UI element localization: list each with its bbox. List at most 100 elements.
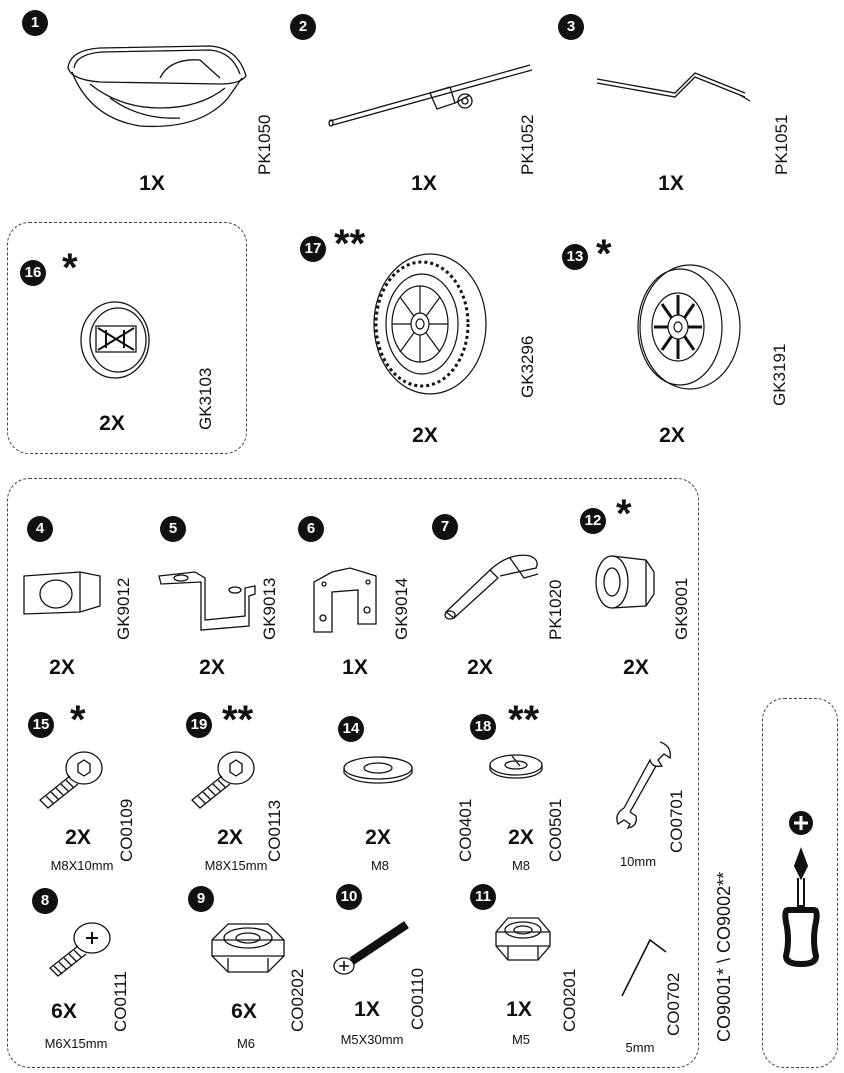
part-number-badge: 18 xyxy=(470,714,496,740)
star-marker: * xyxy=(596,232,612,276)
part-number-badge: 17 xyxy=(300,236,326,262)
part-code: CO0501 xyxy=(546,798,565,862)
bushing-icon xyxy=(592,552,662,612)
screwdriver-code: CO9001* \ CO9002** xyxy=(714,871,734,1042)
part-code: CO0702 xyxy=(664,972,683,1036)
part-code: GK9013 xyxy=(260,577,279,640)
quantity-label: 2X xyxy=(467,656,493,679)
size-label: M8 xyxy=(511,858,531,873)
quantity-label: 2X xyxy=(412,424,438,447)
screw-icon xyxy=(46,918,112,980)
quantity-label: 2X xyxy=(199,656,225,679)
hub-cap-icon xyxy=(78,298,153,383)
part-number-badge: 10 xyxy=(336,884,362,910)
mount-bracket-icon xyxy=(310,562,382,640)
size-label: M8X15mm xyxy=(204,858,268,873)
long-bolt-icon xyxy=(330,916,410,982)
star-marker: ** xyxy=(508,698,540,742)
part-code: GK3191 xyxy=(770,343,789,406)
washer-icon xyxy=(342,755,414,785)
part-code: GK3103 xyxy=(196,367,215,430)
size-label: M5 xyxy=(511,1032,531,1047)
star-marker: * xyxy=(616,492,632,536)
quantity-label: 2X xyxy=(99,412,125,435)
size-label: 5mm xyxy=(625,1040,655,1055)
part-number-badge: 2 xyxy=(290,14,316,40)
part-number-badge: 8 xyxy=(32,888,58,914)
bracket-icon xyxy=(155,568,257,633)
hex-key-icon xyxy=(618,936,670,1000)
screwdriver-group-box xyxy=(762,698,838,1068)
part-number-badge: 6 xyxy=(298,516,324,542)
phillips-plus-icon xyxy=(789,811,813,835)
screw-icon xyxy=(34,748,106,812)
solid-wheel-icon xyxy=(632,262,742,392)
split-washer-icon xyxy=(488,752,544,782)
phillips-screwdriver-icon xyxy=(780,848,822,968)
part-number-badge: 3 xyxy=(558,14,584,40)
part-code: CO0111 xyxy=(111,971,130,1032)
part-number-badge: 5 xyxy=(160,516,186,542)
pneumatic-wheel-icon xyxy=(370,252,490,397)
part-code: PK1050 xyxy=(255,114,274,176)
quantity-label: 2X xyxy=(508,826,534,849)
quantity-label: 2X xyxy=(65,826,91,849)
quantity-label: 1X xyxy=(506,998,532,1021)
part-number-badge: 16 xyxy=(20,260,46,286)
size-label: M8 xyxy=(370,858,390,873)
quantity-label: 2X xyxy=(49,656,75,679)
nut-icon xyxy=(208,918,288,978)
part-code: CO0113 xyxy=(265,799,284,862)
part-code: GK3296 xyxy=(518,335,537,398)
clamp-icon xyxy=(20,568,104,618)
lock-pin-icon xyxy=(440,548,545,620)
quantity-label: 1X xyxy=(342,656,368,679)
part-code: CO0401 xyxy=(456,798,475,862)
part-number-badge: 13 xyxy=(562,244,588,270)
size-label: M8X10mm xyxy=(50,858,114,873)
star-marker: * xyxy=(70,698,86,742)
quantity-label: 6X xyxy=(51,1000,77,1023)
part-number-badge: 4 xyxy=(27,516,53,542)
part-code: CO0110 xyxy=(408,967,427,1030)
part-number-badge: 9 xyxy=(188,886,214,912)
basket-icon xyxy=(60,38,250,133)
star-marker: * xyxy=(62,246,78,290)
part-code: CO0109 xyxy=(117,798,136,862)
part-number-badge: 15 xyxy=(28,712,54,738)
part-code: PK1052 xyxy=(518,114,537,176)
hardware-group-box xyxy=(7,478,699,1068)
quantity-label: 1X xyxy=(139,172,165,195)
star-marker: ** xyxy=(222,698,254,742)
axle-bar-icon xyxy=(325,55,540,125)
hub-cap-group-box xyxy=(7,222,247,454)
lock-nut-icon xyxy=(492,912,554,964)
part-number-badge: 11 xyxy=(470,884,496,910)
quantity-label: 2X xyxy=(217,826,243,849)
part-code: PK1020 xyxy=(546,579,565,641)
size-label: 10mm xyxy=(619,854,657,869)
part-number-badge: 19 xyxy=(186,712,212,738)
quantity-label: 2X xyxy=(365,826,391,849)
quantity-label: 1X xyxy=(354,998,380,1021)
part-code: CO0201 xyxy=(560,968,579,1032)
size-label: M5X30mm xyxy=(340,1032,404,1047)
wrench-icon xyxy=(612,738,674,830)
size-label: M6X15mm xyxy=(44,1036,108,1051)
part-number-badge: 12 xyxy=(580,508,606,534)
part-code: PK1051 xyxy=(772,114,791,176)
handle-rod-icon xyxy=(595,65,755,110)
part-code: GK9014 xyxy=(392,577,411,640)
quantity-label: 1X xyxy=(411,172,437,195)
part-number-badge: 7 xyxy=(432,514,458,540)
quantity-label: 2X xyxy=(623,656,649,679)
quantity-label: 6X xyxy=(231,1000,257,1023)
star-marker: ** xyxy=(334,222,366,266)
part-number-badge: 14 xyxy=(338,716,364,742)
size-label: M6 xyxy=(236,1036,256,1051)
screw-icon xyxy=(186,748,258,812)
part-number-badge: 1 xyxy=(22,10,48,36)
part-code: CO0202 xyxy=(288,968,307,1032)
part-code: GK9012 xyxy=(114,577,133,640)
part-code: CO0701 xyxy=(667,789,686,853)
